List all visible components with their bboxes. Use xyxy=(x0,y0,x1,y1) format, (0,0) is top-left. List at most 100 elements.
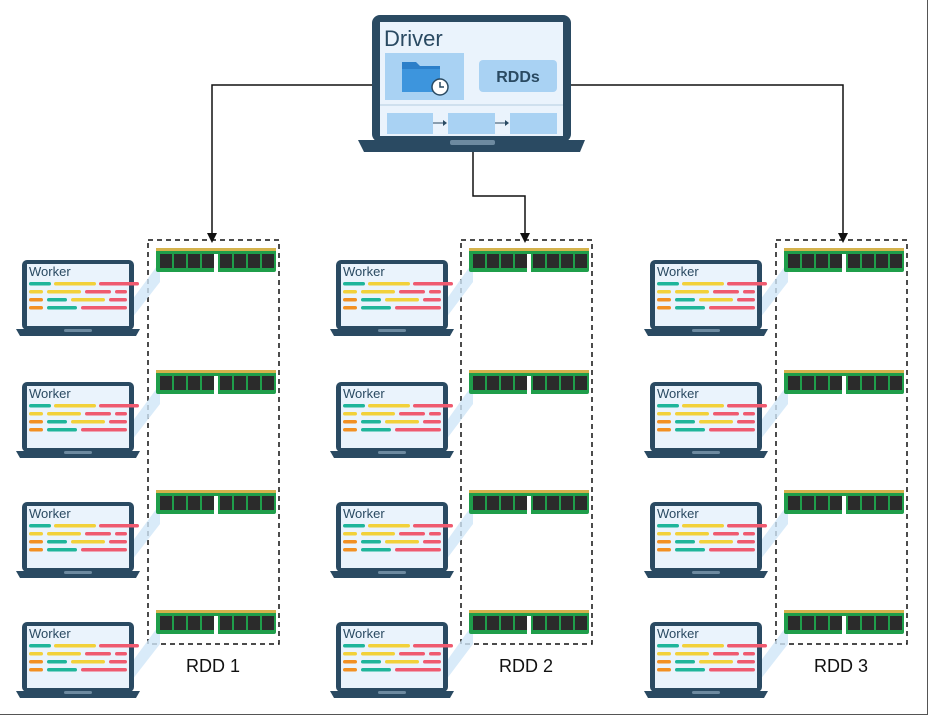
ram-module-icon xyxy=(156,248,276,272)
code-line xyxy=(657,306,671,310)
ram-chip xyxy=(848,254,860,268)
ram-notch xyxy=(842,376,846,394)
ram-contacts xyxy=(469,610,589,613)
ram-chip xyxy=(174,254,186,268)
ram-module-icon xyxy=(469,248,589,272)
ram-chip xyxy=(876,376,888,390)
ram-chip xyxy=(830,376,842,390)
worker-laptop: Worker xyxy=(644,260,788,336)
code-line xyxy=(115,652,127,656)
code-line xyxy=(85,412,111,416)
code-line xyxy=(29,540,43,544)
code-line xyxy=(429,404,441,408)
code-line xyxy=(29,532,43,536)
ram-chip xyxy=(876,616,888,630)
code-line xyxy=(29,282,51,286)
code-line xyxy=(429,282,441,286)
ram-chip xyxy=(561,254,573,268)
ram-chip xyxy=(220,496,232,510)
worker-laptop-notch xyxy=(64,691,92,694)
code-line xyxy=(675,290,709,294)
code-line xyxy=(699,540,733,544)
code-line xyxy=(361,306,391,310)
code-line xyxy=(361,420,381,424)
code-line xyxy=(737,298,755,302)
code-line xyxy=(343,644,365,648)
code-line xyxy=(47,290,81,294)
code-line xyxy=(54,282,96,286)
ram-chip xyxy=(487,376,499,390)
code-line xyxy=(743,282,755,286)
ram-chip xyxy=(788,254,800,268)
memory-link xyxy=(446,504,473,560)
code-line xyxy=(429,644,441,648)
ram-contacts xyxy=(469,370,589,373)
ram-chip xyxy=(501,616,513,630)
ram-notch xyxy=(214,376,218,394)
code-line xyxy=(115,524,127,528)
code-line xyxy=(368,282,410,286)
worker-label: Worker xyxy=(657,264,699,279)
ram-chip xyxy=(234,496,246,510)
code-line xyxy=(399,652,425,656)
code-line xyxy=(343,282,365,286)
worker-laptop-notch xyxy=(692,451,720,454)
worker-laptop-notch xyxy=(378,451,406,454)
code-line xyxy=(47,412,81,416)
code-line xyxy=(423,420,441,424)
code-line xyxy=(399,412,425,416)
code-line xyxy=(743,290,755,294)
ram-chip xyxy=(248,496,260,510)
rdd-label: RDD 2 xyxy=(499,656,553,676)
ram-chip xyxy=(487,254,499,268)
code-line xyxy=(361,412,395,416)
code-line xyxy=(657,532,671,536)
memory-link xyxy=(760,624,788,680)
ram-contacts xyxy=(784,490,904,493)
code-line xyxy=(743,532,755,536)
code-line xyxy=(423,540,441,544)
code-line xyxy=(343,524,365,528)
ram-chip xyxy=(515,254,527,268)
ram-notch xyxy=(842,616,846,634)
ram-chip xyxy=(561,616,573,630)
code-line xyxy=(47,540,67,544)
worker-label: Worker xyxy=(657,506,699,521)
ram-chip xyxy=(515,376,527,390)
ram-chip xyxy=(160,376,172,390)
worker-laptop-notch xyxy=(692,691,720,694)
code-line xyxy=(361,298,381,302)
ram-notch xyxy=(214,254,218,272)
code-line xyxy=(699,298,733,302)
code-line xyxy=(743,412,755,416)
code-line xyxy=(657,540,671,544)
memory-link xyxy=(446,384,473,440)
ram-chip xyxy=(473,496,485,510)
code-line xyxy=(361,668,391,672)
code-line xyxy=(743,524,755,528)
code-line xyxy=(743,652,755,656)
ram-chip xyxy=(788,496,800,510)
ram-chip xyxy=(174,376,186,390)
code-line xyxy=(115,290,127,294)
code-line xyxy=(47,660,67,664)
code-line xyxy=(713,652,739,656)
worker-screen xyxy=(27,506,129,568)
code-line xyxy=(699,660,733,664)
ram-chip xyxy=(830,254,842,268)
ram-chip xyxy=(848,376,860,390)
worker-laptop-notch xyxy=(378,571,406,574)
ram-module-icon xyxy=(156,370,276,394)
ram-chip xyxy=(547,496,559,510)
code-line xyxy=(368,404,410,408)
stage-box-2 xyxy=(448,113,495,134)
ram-chip xyxy=(188,376,200,390)
worker-laptop: Worker xyxy=(330,502,473,578)
memory-link xyxy=(446,624,473,680)
ram-chip xyxy=(862,616,874,630)
code-line xyxy=(385,540,419,544)
ram-chip xyxy=(561,496,573,510)
